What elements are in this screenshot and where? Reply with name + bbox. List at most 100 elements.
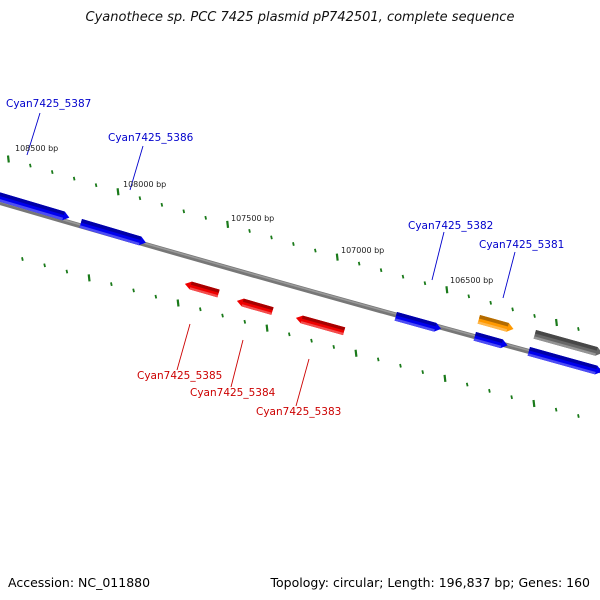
minor-tick [314, 248, 317, 253]
gene-arrow-shade [0, 190, 65, 216]
minor-tick [65, 269, 69, 274]
leader-line [176, 323, 191, 371]
gene-label[interactable]: Cyan7425_5386 [108, 132, 194, 144]
gene-label[interactable]: Cyan7425_5387 [6, 98, 91, 110]
gene-arrow[interactable] [477, 315, 515, 333]
gene-arrow[interactable] [184, 280, 220, 298]
position-label: 108000 bp [123, 180, 166, 189]
gene-arrow-shade [190, 281, 220, 293]
major-tick [87, 274, 91, 282]
minor-tick [154, 294, 158, 299]
gene-arrow-highlight [0, 196, 64, 221]
minor-tick [243, 319, 247, 324]
gene-label[interactable]: Cyan7425_5385 [137, 370, 222, 382]
minor-tick [401, 274, 405, 279]
major-tick [335, 253, 339, 261]
minor-tick [399, 363, 402, 368]
position-label: 107000 bp [341, 246, 384, 255]
gene-arrow[interactable] [394, 312, 443, 333]
gene-arrow[interactable] [0, 190, 71, 222]
leader-line [129, 145, 144, 191]
major-tick [443, 374, 447, 382]
minor-tick [554, 407, 558, 412]
gene-arrow[interactable] [79, 219, 147, 247]
position-label: 107500 bp [231, 214, 274, 223]
minor-tick [72, 176, 76, 181]
gene-label[interactable]: Cyan7425_5381 [479, 239, 564, 251]
minor-tick [292, 242, 295, 246]
gene-arrow-highlight [300, 321, 344, 336]
gene-arrow-highlight [477, 321, 508, 332]
gene-arrow[interactable] [295, 314, 346, 336]
minor-tick [288, 332, 291, 337]
gene-arrow-shade [301, 315, 346, 331]
gene-arrow-shade [396, 312, 437, 327]
position-label: 106500 bp [450, 276, 493, 285]
major-tick [445, 286, 449, 294]
leader-line [502, 251, 516, 299]
minor-tick [160, 202, 164, 207]
minor-tick [533, 313, 536, 318]
minor-tick [423, 281, 427, 286]
label-leader-lines [26, 112, 516, 407]
minor-tick [376, 357, 380, 362]
minor-tick [310, 338, 313, 343]
minor-tick [577, 414, 580, 418]
minor-tick [510, 395, 513, 400]
minor-tick [467, 294, 471, 299]
minor-tick [43, 263, 46, 268]
minor-tick [511, 307, 514, 312]
minor-tick [248, 228, 251, 233]
position-labels: 108500 bp 108000 bp 107500 bp 107000 bp … [15, 144, 493, 285]
gene-label[interactable]: Cyan7425_5383 [256, 406, 341, 418]
minor-tick [204, 215, 207, 220]
minor-tick [182, 209, 186, 214]
tick-marks [6, 155, 580, 418]
leader-line [431, 231, 445, 281]
gene-arrow-highlight [473, 338, 502, 349]
major-tick [176, 299, 180, 307]
major-tick [532, 399, 536, 408]
gene-arrow[interactable] [533, 330, 600, 357]
leader-line [26, 112, 41, 156]
minor-tick [379, 268, 383, 273]
gene-features [0, 190, 600, 376]
minor-tick [94, 183, 98, 188]
minor-tick [577, 327, 580, 331]
gene-label[interactable]: Cyan7425_5384 [190, 387, 276, 399]
minor-tick [489, 300, 492, 305]
minor-tick [132, 288, 135, 293]
gene-arrow-highlight [533, 336, 596, 356]
gene-arrow[interactable] [527, 347, 600, 376]
minor-tick [50, 170, 54, 175]
gene-labels: Cyan7425_5387 Cyan7425_5386 Cyan7425_538… [6, 98, 564, 418]
major-tick [6, 155, 10, 163]
gene-arrow-shade [479, 315, 509, 327]
gene-arrow-shade [475, 332, 503, 343]
leader-line [230, 339, 244, 388]
gene-arrow-highlight [79, 225, 140, 246]
accession-text: Accession: NC_011880 [8, 575, 151, 590]
map-title: Cyanothece sp. PCC 7425 plasmid pP742501… [85, 10, 515, 25]
gene-arrow-shade [80, 219, 142, 241]
gene-label[interactable]: Cyan7425_5382 [408, 220, 493, 232]
gene-arrow-highlight [241, 304, 272, 315]
minor-tick [110, 282, 113, 287]
gene-arrow[interactable] [473, 332, 509, 350]
gene-arrow[interactable] [236, 297, 274, 315]
gene-arrow-shade [535, 330, 598, 351]
minor-tick [29, 163, 32, 168]
minor-tick [488, 388, 491, 393]
topology-summary: Topology: circular; Length: 196,837 bp; … [270, 575, 591, 590]
major-tick [265, 324, 269, 332]
minor-tick [221, 313, 224, 318]
minor-tick [199, 307, 202, 312]
minor-tick [332, 344, 336, 349]
gene-arrow-highlight [189, 287, 219, 298]
gene-arrow-shade [242, 298, 274, 311]
major-tick [226, 220, 230, 229]
leader-line [295, 358, 310, 407]
position-label: 108500 bp [15, 144, 58, 153]
gene-arrow-shade [529, 347, 598, 370]
